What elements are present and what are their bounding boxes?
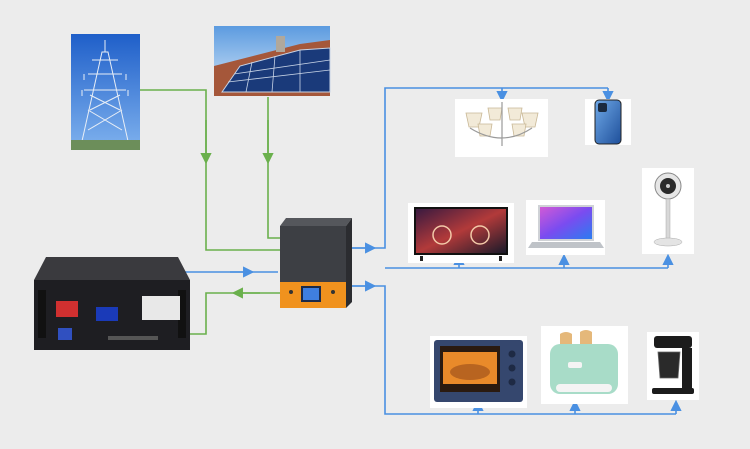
power-tower-icon <box>71 34 140 151</box>
television-icon <box>408 203 514 263</box>
toaster-icon <box>541 326 628 404</box>
coffee-maker-icon <box>647 332 699 400</box>
inverter-to-battery-line <box>190 292 280 335</box>
toaster-oven-icon <box>430 336 527 408</box>
inverter-icon <box>280 218 352 308</box>
pedestal-fan-icon <box>642 168 694 254</box>
battery-rack-icon <box>34 257 190 350</box>
chandelier-icon <box>455 99 548 157</box>
solar-to-inverter-line <box>267 97 283 239</box>
grid-to-inverter-line <box>140 89 283 251</box>
solar-panel-icon <box>214 26 331 96</box>
smartphone-icon <box>585 99 631 145</box>
laptop-icon <box>526 200 605 255</box>
